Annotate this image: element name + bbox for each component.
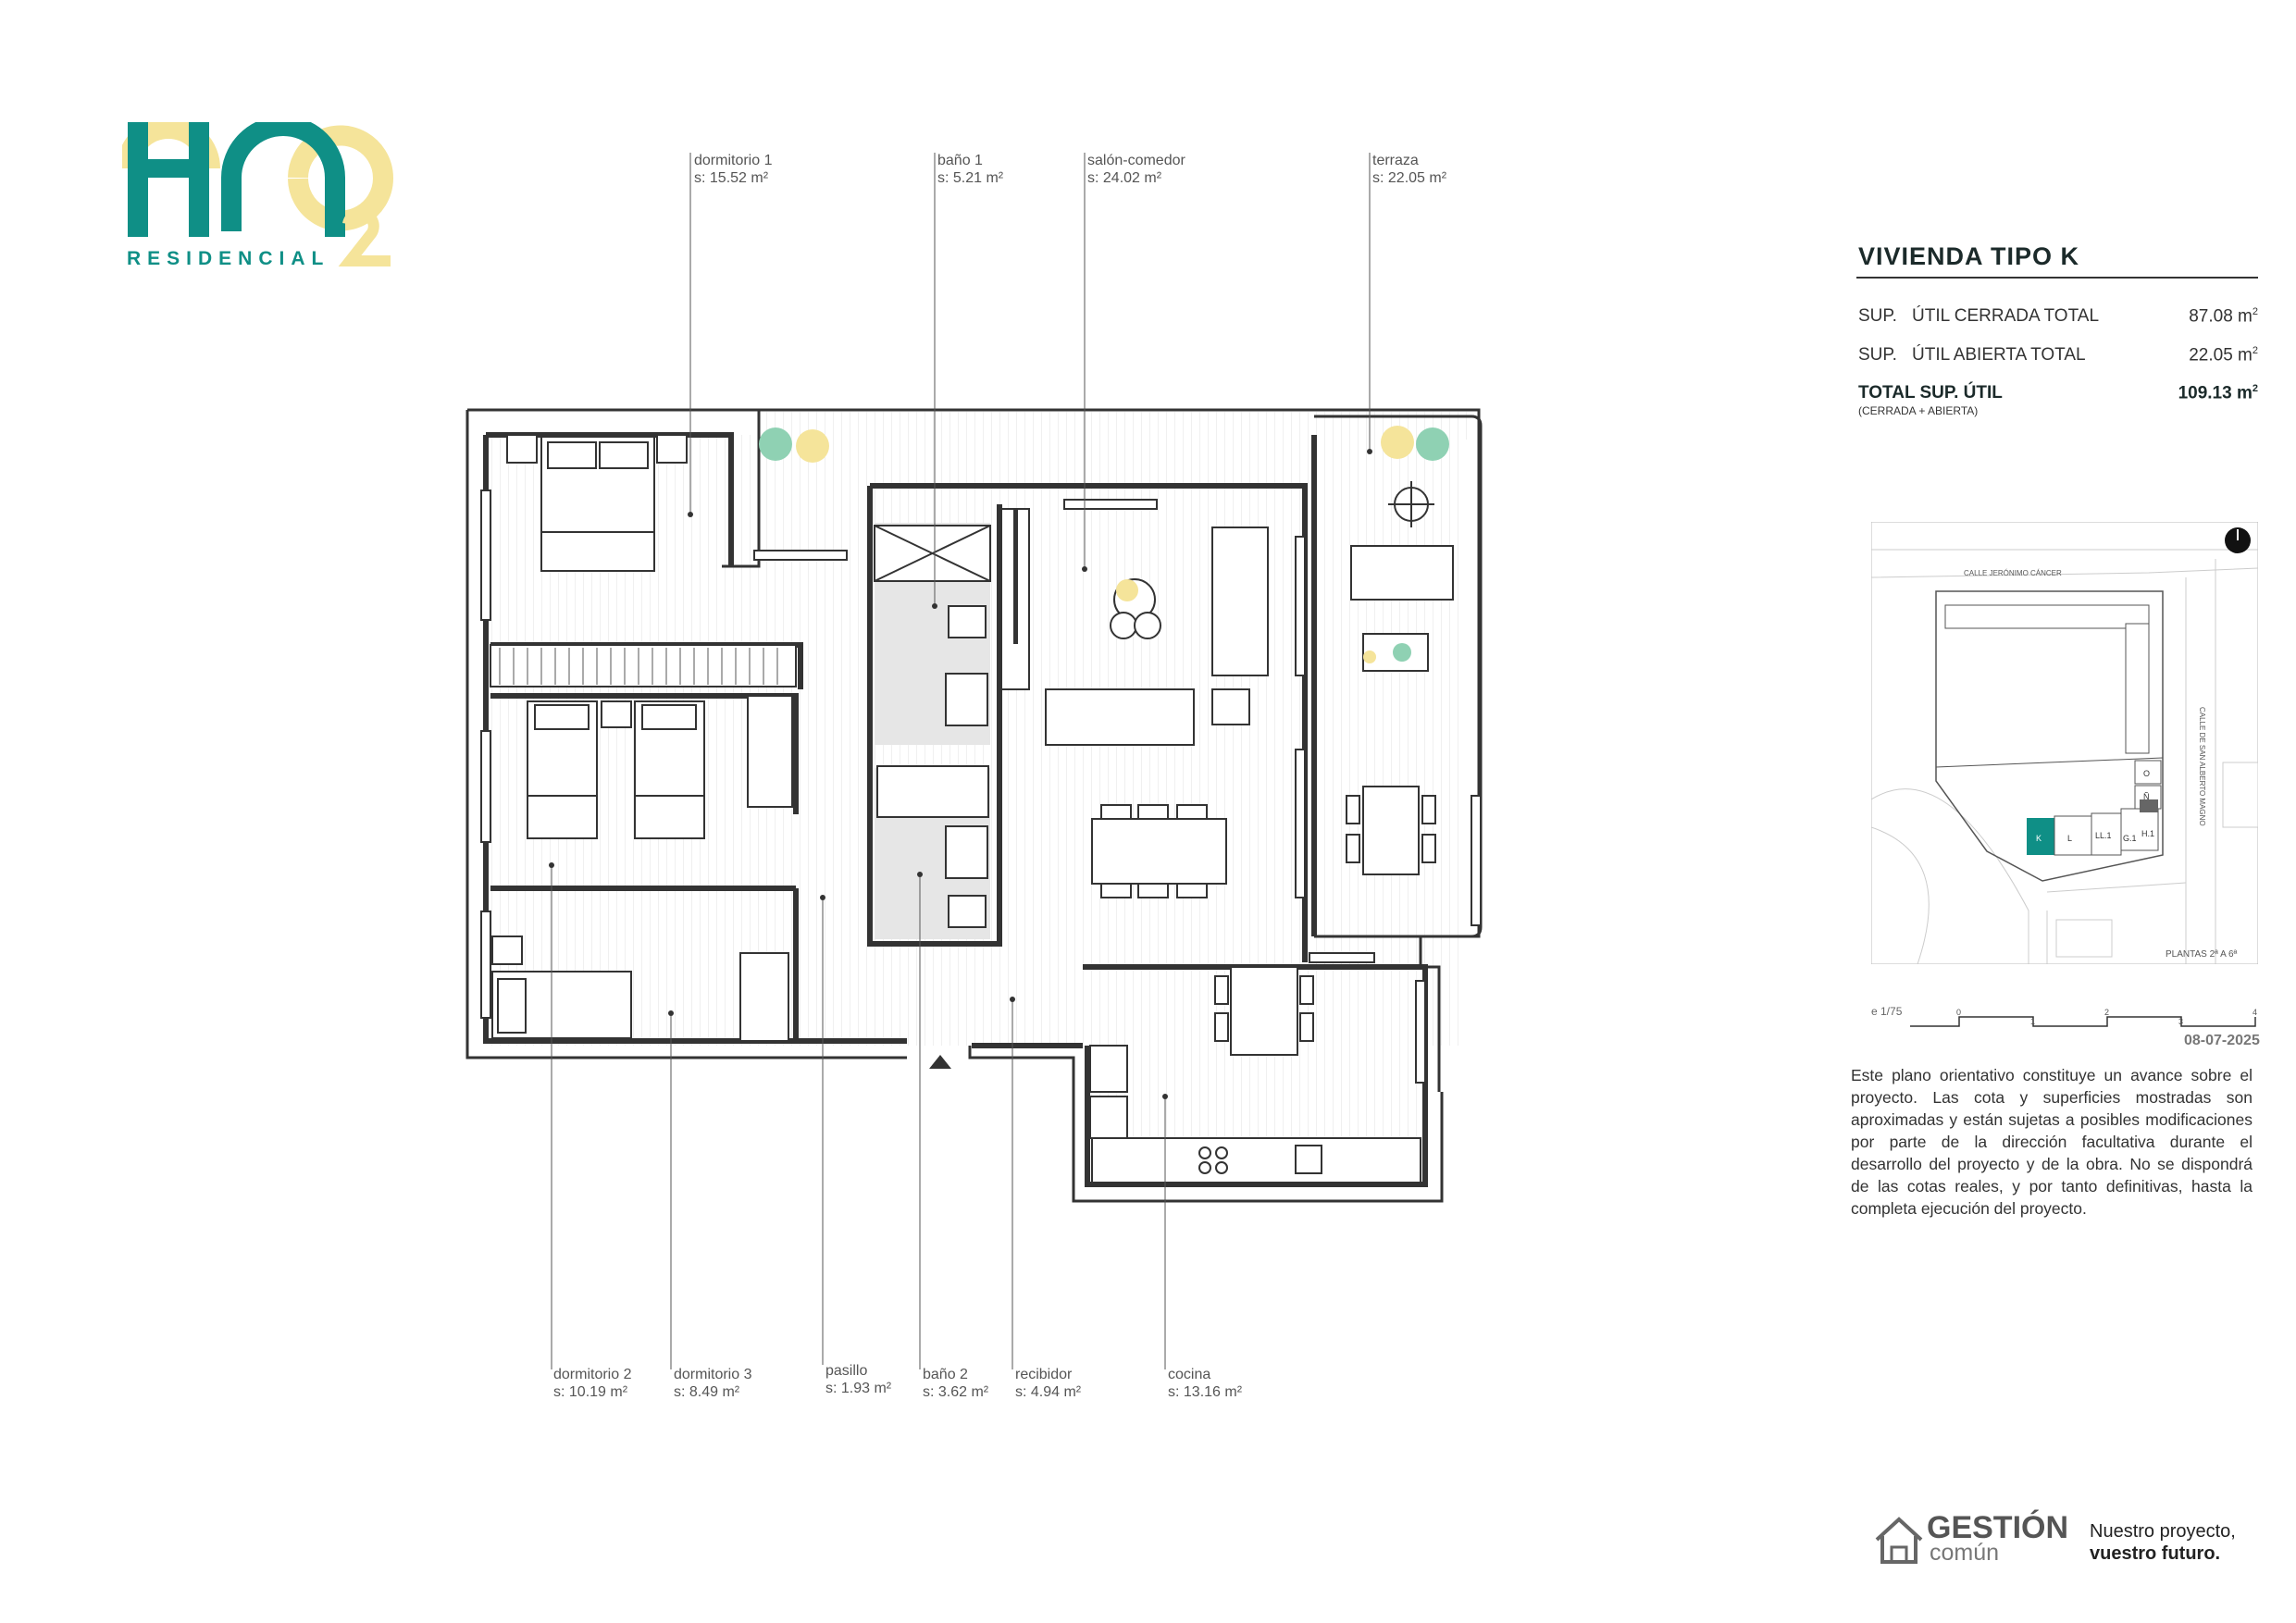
room-area: s: 24.02 m² (1087, 170, 1162, 186)
svg-text:H.1: H.1 (2141, 829, 2154, 838)
svg-text:2: 2 (2104, 1008, 2109, 1017)
plan-date: 08-07-2025 (2184, 1033, 2260, 1048)
svg-text:CALLE JERÓNIMO CÁNCER: CALLE JERÓNIMO CÁNCER (1964, 569, 2062, 577)
callout-dormitorio-2: dormitorio 2 s: 10.19 m² (553, 1366, 631, 1401)
room-area: s: 22.05 m² (1372, 170, 1447, 186)
house-icon (1875, 1517, 1923, 1564)
company-name: GESTIÓN (1927, 1510, 2069, 1545)
svg-text:3: 3 (2178, 1017, 2183, 1026)
svg-text:G.1: G.1 (2123, 834, 2137, 843)
svg-text:Ñ: Ñ (2143, 792, 2150, 801)
total-note: (CERRADA + ABIERTA) (1858, 404, 1979, 417)
row-label-detail: ÚTIL ABIERTA TOTAL (1912, 345, 2086, 365)
room-name: dormitorio 3 (674, 1367, 752, 1382)
callout-salon-comedor: salón-comedor s: 24.02 m² (1087, 152, 1185, 187)
row-label: SUP. (1858, 345, 1897, 365)
svg-text:1: 1 (2030, 1017, 2035, 1026)
room-name: recibidor (1015, 1367, 1073, 1382)
room-name: pasillo (825, 1363, 868, 1379)
room-name: dormitorio 1 (694, 153, 773, 168)
room-name: baño 2 (923, 1367, 968, 1382)
room-area: s: 10.19 m² (553, 1384, 628, 1400)
scale-bar: e 1/75 0 1 2 3 4 (1871, 1005, 2257, 1027)
svg-text:0: 0 (1956, 1008, 1961, 1017)
disclaimer-text: Este plano orientativo constituye un ava… (1851, 1066, 2253, 1218)
ho2-logo (122, 122, 393, 266)
title-divider (1856, 277, 2258, 279)
callout-dormitorio-1: dormitorio 1 s: 15.52 m² (694, 152, 772, 187)
room-area: s: 4.94 m² (1015, 1384, 1082, 1400)
row-value: 22.05 m2 (2189, 345, 2258, 365)
room-name: baño 1 (937, 153, 983, 168)
svg-text:e 1/75: e 1/75 (1871, 1005, 1903, 1018)
room-area: s: 13.16 m² (1168, 1384, 1243, 1400)
unit-title: VIVIENDA TIPO K (1858, 242, 2080, 270)
room-name: cocina (1168, 1367, 1211, 1382)
slogan-line-2: vuestro futuro. (2090, 1543, 2221, 1564)
callout-pasillo: pasillo s: 1.93 m² (825, 1362, 891, 1397)
svg-text:K: K (2036, 834, 2042, 843)
svg-text:L: L (2067, 834, 2072, 843)
room-name: salón-comedor (1087, 153, 1185, 168)
callout-dormitorio-3: dormitorio 3 s: 8.49 m² (674, 1366, 751, 1401)
row-label: SUP. (1858, 306, 1897, 326)
svg-text:4: 4 (2253, 1008, 2257, 1017)
row-value: 87.08 m2 (2189, 306, 2258, 327)
location-map: CALLE JERÓNIMO CÁNCER CALLE DE SAN ALBER… (1871, 522, 2258, 964)
svg-text:O: O (2143, 769, 2150, 778)
company-subname: común (1930, 1540, 2000, 1566)
room-name: terraza (1372, 153, 1419, 168)
callout-bano-2: baño 2 s: 3.62 m² (923, 1366, 988, 1401)
callout-cocina: cocina s: 13.16 m² (1168, 1366, 1242, 1401)
svg-text:CALLE DE SAN ALBERTO MAGNO: CALLE DE SAN ALBERTO MAGNO (2198, 707, 2206, 826)
room-area: s: 8.49 m² (674, 1384, 740, 1400)
slogan-line-1: Nuestro proyecto, (2090, 1521, 2236, 1542)
room-area: s: 5.21 m² (937, 170, 1004, 186)
total-value: 109.13 m2 (2178, 383, 2258, 403)
room-area: s: 1.93 m² (825, 1381, 892, 1396)
room-area: s: 3.62 m² (923, 1384, 989, 1400)
svg-text:LL.1: LL.1 (2095, 831, 2112, 840)
row-label-detail: ÚTIL CERRADA TOTAL (1912, 306, 2100, 326)
room-name: dormitorio 2 (553, 1367, 632, 1382)
room-area: s: 15.52 m² (694, 170, 769, 186)
callout-terraza: terraza s: 22.05 m² (1372, 152, 1446, 187)
svg-text:PLANTAS 2ª A 6ª: PLANTAS 2ª A 6ª (2166, 949, 2238, 960)
logo-subtitle: RESIDENCIAL (127, 248, 330, 269)
callout-bano-1: baño 1 s: 5.21 m² (937, 152, 1003, 187)
callout-recibidor: recibidor s: 4.94 m² (1015, 1366, 1081, 1401)
total-label: TOTAL SUP. ÚTIL (1858, 383, 2003, 403)
